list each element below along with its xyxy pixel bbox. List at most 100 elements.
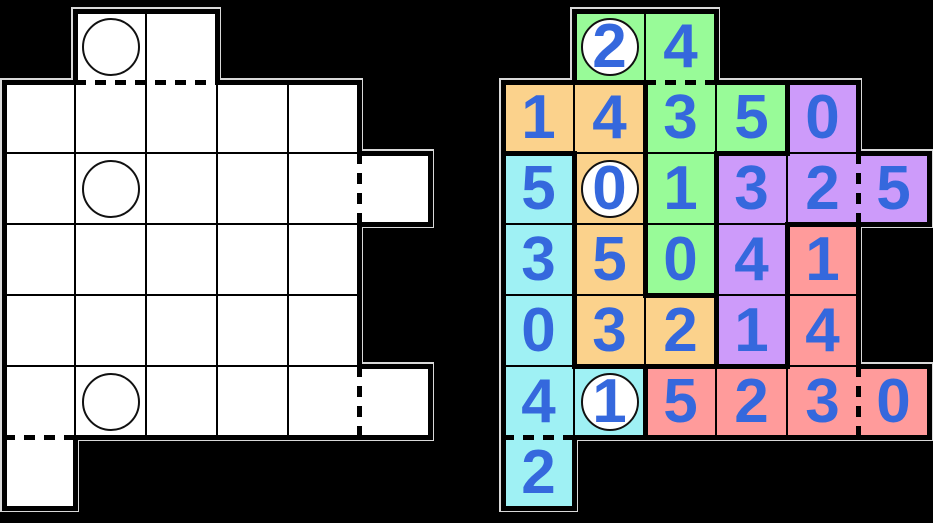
grid-line <box>143 294 220 296</box>
grid-cell-r5c5 <box>858 366 929 437</box>
grid-cell-r5c5[interactable] <box>359 366 430 437</box>
grid-line <box>145 79 147 156</box>
grid-line <box>500 79 577 85</box>
dashed-edge-mark <box>645 79 716 85</box>
circle-mark <box>580 372 639 431</box>
grid-cell-r3c1[interactable] <box>75 224 146 295</box>
grid-line <box>143 365 220 367</box>
grid-cell-r1c1[interactable] <box>75 82 146 153</box>
grid-cell-r4c4[interactable] <box>288 295 359 366</box>
grid-line <box>74 79 76 156</box>
circle-mark <box>81 372 140 431</box>
grid-line <box>216 221 218 298</box>
grid-cell-r0c2[interactable] <box>146 11 217 82</box>
grid-line <box>72 434 149 440</box>
grid-line <box>784 365 861 367</box>
grid-cell-r4c3 <box>716 295 787 366</box>
grid-cell-r3c4 <box>787 224 858 295</box>
cell-value: 0 <box>805 82 840 152</box>
grid-line <box>145 8 147 85</box>
grid-line <box>571 292 577 369</box>
grid-cell-r2c3[interactable] <box>217 153 288 224</box>
grid-line <box>72 365 149 367</box>
grid-line <box>285 434 362 440</box>
cell-value: 5 <box>592 224 627 294</box>
grid-cell-r3c4[interactable] <box>288 224 359 295</box>
grid-cell-r4c3[interactable] <box>217 295 288 366</box>
grid-line <box>356 434 433 440</box>
grid-line <box>500 150 577 156</box>
grid-cell-r4c0[interactable] <box>4 295 75 366</box>
grid-line <box>642 363 648 440</box>
grid-line <box>216 363 218 440</box>
grid-line <box>571 221 577 298</box>
grid-line <box>72 8 149 14</box>
grid-cell-r2c0[interactable] <box>4 153 75 224</box>
grid-line <box>855 221 861 298</box>
grid-cell-r3c1 <box>574 224 645 295</box>
grid-line <box>715 79 717 156</box>
grid-line <box>74 363 76 440</box>
grid-line <box>214 79 291 85</box>
grid-line <box>784 79 790 156</box>
grid-cell-r5c2[interactable] <box>146 366 217 437</box>
grid-cell-r1c0[interactable] <box>4 82 75 153</box>
grid-line <box>1 150 7 227</box>
cell-value: 0 <box>663 224 698 294</box>
cell-value: 1 <box>734 295 769 365</box>
grid-line <box>926 363 932 440</box>
grid-cell-r2c2[interactable] <box>146 153 217 224</box>
grid-line <box>571 8 648 14</box>
circle-mark <box>580 159 639 218</box>
grid-line <box>571 8 577 85</box>
grid-line <box>72 223 149 225</box>
grid-line <box>784 294 861 296</box>
cell-value: 5 <box>876 153 911 223</box>
circle-mark <box>81 17 140 76</box>
grid-line <box>855 292 861 369</box>
grid-cell-r6c0[interactable] <box>4 437 75 508</box>
grid-line <box>285 365 362 367</box>
grid-cell-r3c0[interactable] <box>4 224 75 295</box>
grid-line <box>72 294 149 296</box>
grid-line <box>214 434 291 440</box>
cell-value: 0 <box>592 153 627 223</box>
grid-cell-r5c3[interactable] <box>217 366 288 437</box>
grid-cell-r5c4[interactable] <box>288 366 359 437</box>
grid-line <box>214 8 220 85</box>
grid-line <box>285 223 362 225</box>
grid-line <box>285 152 362 154</box>
grid-cell-r1c2[interactable] <box>146 82 217 153</box>
grid-line <box>642 223 719 225</box>
grid-cell-r4c1 <box>574 295 645 366</box>
cell-value: 2 <box>805 153 840 223</box>
grid-cell-r4c2[interactable] <box>146 295 217 366</box>
grid-line <box>571 434 577 511</box>
grid-cell-r3c3[interactable] <box>217 224 288 295</box>
grid-cell-r1c4[interactable] <box>288 82 359 153</box>
grid-line <box>926 150 932 227</box>
grid-cell-r4c1[interactable] <box>75 295 146 366</box>
grid-line <box>642 152 719 154</box>
grid-cell-r2c5[interactable] <box>359 153 430 224</box>
grid-line <box>1 221 7 298</box>
cell-value: 3 <box>592 295 627 365</box>
grid-line <box>713 79 790 85</box>
grid-cell-r3c2[interactable] <box>146 224 217 295</box>
grid-line <box>74 221 76 298</box>
grid-line <box>784 292 790 369</box>
grid-cell-r2c4[interactable] <box>288 153 359 224</box>
dashed-edge-mark <box>855 153 861 224</box>
cell-value: 1 <box>663 153 698 223</box>
grid-line <box>287 221 289 298</box>
grid-line <box>500 365 577 367</box>
grid-cell-r5c0[interactable] <box>4 366 75 437</box>
grid-line <box>500 292 506 369</box>
grid-cell-r1c3[interactable] <box>217 82 288 153</box>
grid-line <box>287 292 289 369</box>
grid-line <box>427 150 433 227</box>
grid-line <box>571 223 648 225</box>
cell-value: 2 <box>521 437 556 507</box>
grid-line <box>72 152 149 154</box>
